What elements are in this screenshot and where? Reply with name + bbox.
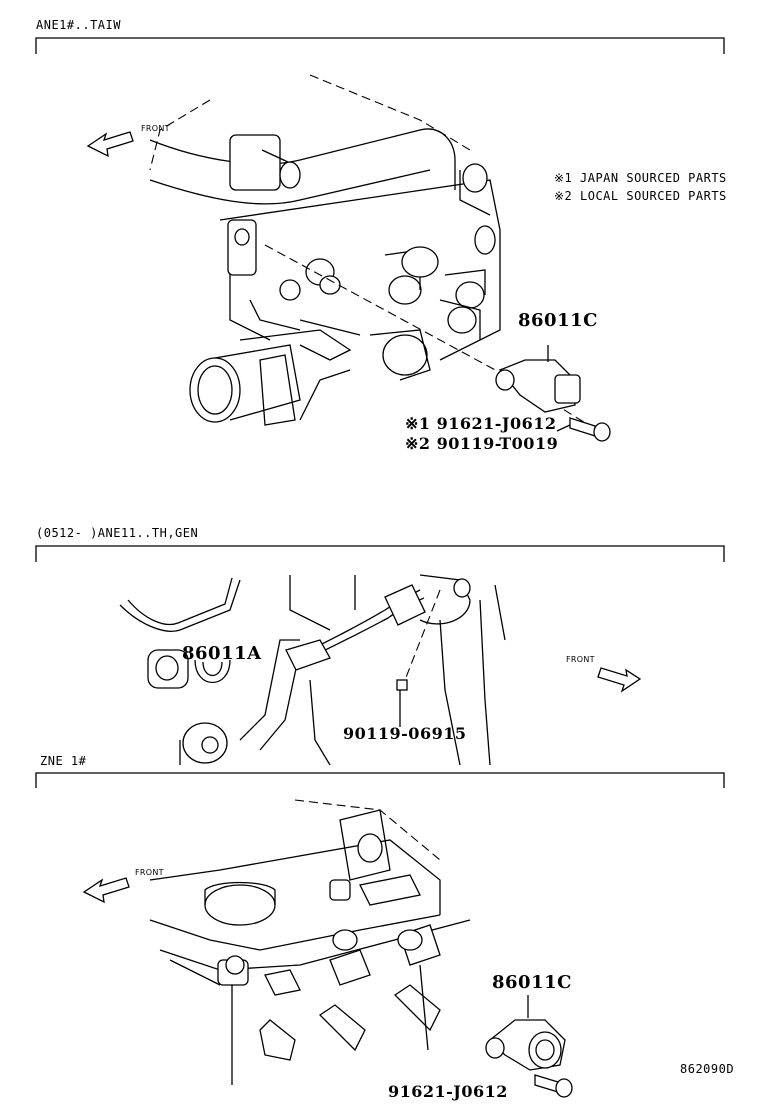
sensor-86011c-drawing-1 [495,345,581,413]
front-arrow-icon-3 [82,877,130,904]
section-1-frame [35,37,725,54]
diagram-code: 862090D [680,1062,735,1076]
section-2-frame [35,545,725,562]
front-arrow-icon [86,131,134,158]
part-number-86011c-1: 86011C [518,310,598,331]
section-3-header: ZNE 1# [40,754,87,768]
bolt-drawing-3 [534,1074,573,1098]
part-number-91621-j0612-1: ※1 91621-J0612 [405,414,557,433]
bolt-drawing-1 [556,417,611,442]
section-2-front-label: FRONT [566,655,595,664]
section-1-front-label: FRONT [141,124,170,133]
section-2-header: (0512- )ANE11..TH,GEN [36,526,199,540]
part-number-86011c-3: 86011C [492,972,572,993]
part-number-86011a: 86011A [182,643,262,664]
section-3-front-label: FRONT [135,868,164,877]
note-japan-sourced: ※1 JAPAN SOURCED PARTS [554,171,727,185]
sensor-86011c-drawing-3 [485,995,566,1071]
section-1-header: ANE1#..TAIW [36,18,121,32]
part-number-90119-06915: 90119-06915 [343,724,467,743]
part-number-90119-t0019: ※2 90119-T0019 [405,434,559,453]
engine-detail-drawing-2 [119,574,506,766]
engine-block-drawing-3 [149,799,471,1085]
section-3-frame [35,772,725,788]
front-arrow-icon-2 [597,667,642,693]
note-local-sourced: ※2 LOCAL SOURCED PARTS [554,189,727,203]
part-number-91621-j0612-3: 91621-J0612 [388,1082,508,1101]
engine-block-drawing-1 [149,74,601,433]
